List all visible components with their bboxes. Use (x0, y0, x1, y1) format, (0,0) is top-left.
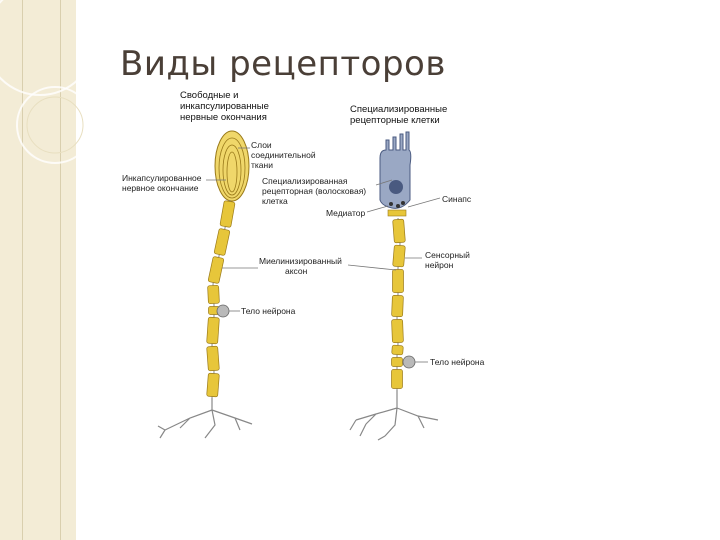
myelin-segment (206, 316, 220, 345)
cell-nucleus (389, 180, 403, 194)
myelin-segment (391, 369, 403, 389)
myelin-segment (391, 295, 404, 317)
myelin-segment (213, 228, 231, 256)
sidebar-line (22, 0, 23, 540)
myelin-segment (219, 200, 236, 228)
myelin-segment (206, 372, 220, 398)
label-mediator: Медиатор (326, 208, 366, 218)
left-dendrites (157, 398, 253, 439)
right-receptor-cell (349, 131, 439, 441)
myelin-segment (391, 344, 404, 356)
neuron-body-right (402, 355, 416, 369)
left-nerve-ending (157, 130, 253, 439)
label-synapse: Синапс (442, 194, 472, 204)
myelin-segment (391, 357, 403, 367)
label-neuron-body-left: Тело нейрона (241, 306, 296, 316)
left-axon (206, 199, 236, 399)
myelin-segment (207, 256, 225, 284)
right-dendrites (349, 390, 439, 441)
myelin-segment (207, 284, 220, 305)
hair-cell (379, 131, 412, 209)
neuron-body-left (216, 304, 230, 318)
myelin-segment (392, 244, 406, 268)
slide-title: Виды рецепторов (120, 44, 446, 84)
myelin-segment (206, 345, 220, 372)
decorative-circles (0, 0, 96, 164)
label-neuron-body-right: Тело нейрона (430, 357, 485, 367)
sidebar-line (60, 0, 61, 540)
right-axon (391, 217, 406, 390)
leader-lines (206, 147, 441, 363)
synapse-terminal (387, 209, 407, 217)
myelin-segment (392, 269, 404, 293)
myelin-segment (391, 319, 404, 343)
myelin-segment (392, 218, 406, 244)
